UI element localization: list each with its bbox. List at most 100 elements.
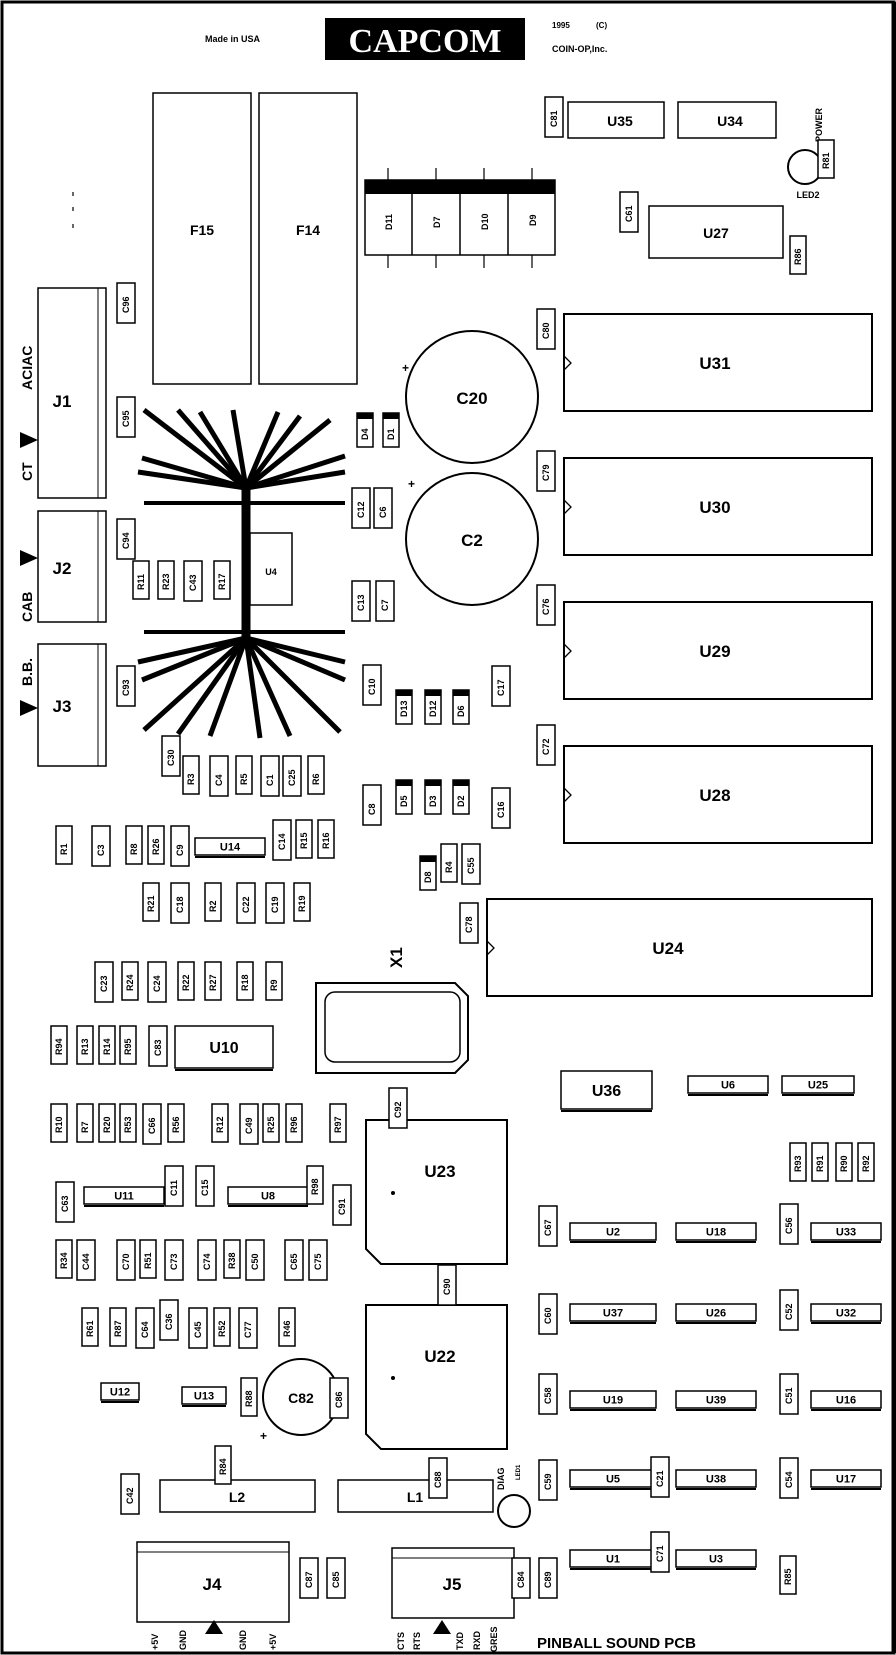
svg-text:C54: C54 — [784, 1471, 794, 1488]
svg-text:C82: C82 — [288, 1390, 314, 1406]
connector-j5 — [391, 1547, 515, 1619]
component-d2: D2 — [452, 779, 470, 815]
connector-j2 — [37, 510, 107, 623]
capacitor-c2 — [405, 472, 539, 606]
svg-text:R21: R21 — [146, 895, 156, 912]
component-c73: C73 — [164, 1239, 184, 1281]
svg-text:U25: U25 — [808, 1080, 828, 1092]
component-c50: C50 — [245, 1239, 265, 1281]
j4-pin1-marker-icon — [205, 1620, 223, 1634]
svg-text:U12: U12 — [110, 1387, 130, 1399]
component-r18: R18 — [236, 961, 254, 1001]
svg-text:J3: J3 — [53, 697, 72, 716]
svg-text:U39: U39 — [706, 1395, 726, 1407]
component-c84: C84 — [511, 1557, 531, 1599]
chip-u17: U17 — [810, 1469, 882, 1490]
svg-text:U10: U10 — [209, 1040, 238, 1057]
svg-text:U37: U37 — [603, 1308, 623, 1320]
ct-pointer-icon — [20, 432, 38, 448]
svg-text:U8: U8 — [261, 1191, 275, 1203]
chip-u3: U3 — [675, 1549, 757, 1570]
svg-text:U19: U19 — [603, 1395, 623, 1407]
svg-text:J4: J4 — [203, 1575, 222, 1594]
svg-text:R25: R25 — [266, 1116, 276, 1133]
chip-u13: U13 — [181, 1386, 227, 1407]
component-r21: R21 — [142, 882, 160, 922]
svg-text:R90: R90 — [839, 1155, 849, 1172]
diag-label: DIAG — [496, 1468, 506, 1491]
chip-u16: U16 — [810, 1390, 882, 1411]
component-r96: R96 — [285, 1103, 303, 1143]
svg-text:C55: C55 — [466, 857, 476, 874]
component-r52: R52 — [213, 1307, 231, 1347]
svg-text:R53: R53 — [123, 1116, 133, 1133]
component-c6: C6 — [373, 487, 393, 529]
chip-u30 — [563, 457, 873, 556]
chip-u36: U36 — [560, 1070, 653, 1112]
chip-u19: U19 — [569, 1390, 657, 1411]
svg-text:F14: F14 — [296, 222, 320, 238]
svg-text:C3: C3 — [96, 844, 106, 856]
board-title: PINBALL SOUND PCB — [537, 1635, 696, 1652]
svg-text:C7: C7 — [380, 599, 390, 611]
svg-text:U33: U33 — [836, 1227, 856, 1239]
svg-text:R24: R24 — [125, 974, 135, 991]
svg-text:C71: C71 — [655, 1545, 665, 1562]
component-c76: C76 — [536, 584, 556, 626]
component-c81: C81 — [544, 96, 564, 138]
diode-pack: D11 D7 D10 D9 — [364, 168, 556, 268]
chip-u35 — [567, 101, 665, 139]
svg-text:C81: C81 — [549, 110, 559, 127]
svg-text:U6: U6 — [721, 1080, 735, 1092]
inductor-l2 — [159, 1479, 316, 1513]
chip-u24 — [486, 898, 873, 997]
chip-u18: U18 — [675, 1222, 757, 1243]
svg-text:C51: C51 — [784, 1387, 794, 1404]
component-r17: R17 — [213, 560, 231, 600]
svg-text:U23: U23 — [424, 1162, 455, 1181]
svg-text:RXD: RXD — [472, 1630, 482, 1650]
svg-text:D8: D8 — [423, 871, 433, 883]
component-r1: R1 — [55, 825, 73, 865]
svg-text:L2: L2 — [229, 1489, 246, 1505]
component-c14: C14 — [272, 819, 292, 861]
chip-u34 — [677, 101, 777, 139]
component-c75: C75 — [308, 1239, 328, 1281]
component-c16: C16 — [491, 787, 511, 829]
svg-text:D7: D7 — [432, 216, 442, 228]
component-c19: C19 — [265, 882, 285, 924]
svg-text:C90: C90 — [442, 1278, 452, 1295]
chip-u27 — [648, 205, 784, 259]
svg-text:GND: GND — [178, 1630, 188, 1651]
svg-text:C24: C24 — [152, 975, 162, 992]
svg-text:D5: D5 — [399, 795, 409, 807]
component-c45: C45 — [188, 1307, 208, 1349]
svg-text:R81: R81 — [821, 152, 831, 169]
component-c64: C64 — [135, 1307, 155, 1349]
component-c8: C8 — [362, 784, 382, 826]
component-r85: R85 — [779, 1555, 797, 1595]
chip-u2: U2 — [569, 1222, 657, 1243]
svg-text:R84: R84 — [218, 1458, 228, 1475]
svg-text:C18: C18 — [175, 896, 185, 913]
component-c54: C54 — [779, 1457, 799, 1499]
component-d12: D12 — [424, 689, 442, 725]
svg-text:U4: U4 — [265, 567, 277, 577]
svg-text:C2: C2 — [461, 531, 483, 550]
label-cab: CAB — [19, 592, 35, 622]
socket-u23: U23 — [365, 1119, 508, 1265]
component-c24: C24 — [147, 961, 167, 1003]
svg-text:U1: U1 — [606, 1554, 620, 1566]
svg-text:LED1: LED1 — [516, 1464, 522, 1480]
svg-text:U38: U38 — [706, 1474, 726, 1486]
chip-u8: U8 — [227, 1186, 309, 1207]
svg-text:U17: U17 — [836, 1474, 856, 1486]
svg-text:D13: D13 — [399, 700, 409, 717]
svg-text:C14: C14 — [277, 833, 287, 850]
svg-text:C75: C75 — [313, 1253, 323, 1270]
connector-j4 — [136, 1541, 290, 1623]
component-c96: C96 — [116, 282, 136, 324]
component-c10: C10 — [362, 664, 382, 706]
component-r95: R95 — [119, 1025, 137, 1065]
component-c95: C95 — [116, 396, 136, 438]
